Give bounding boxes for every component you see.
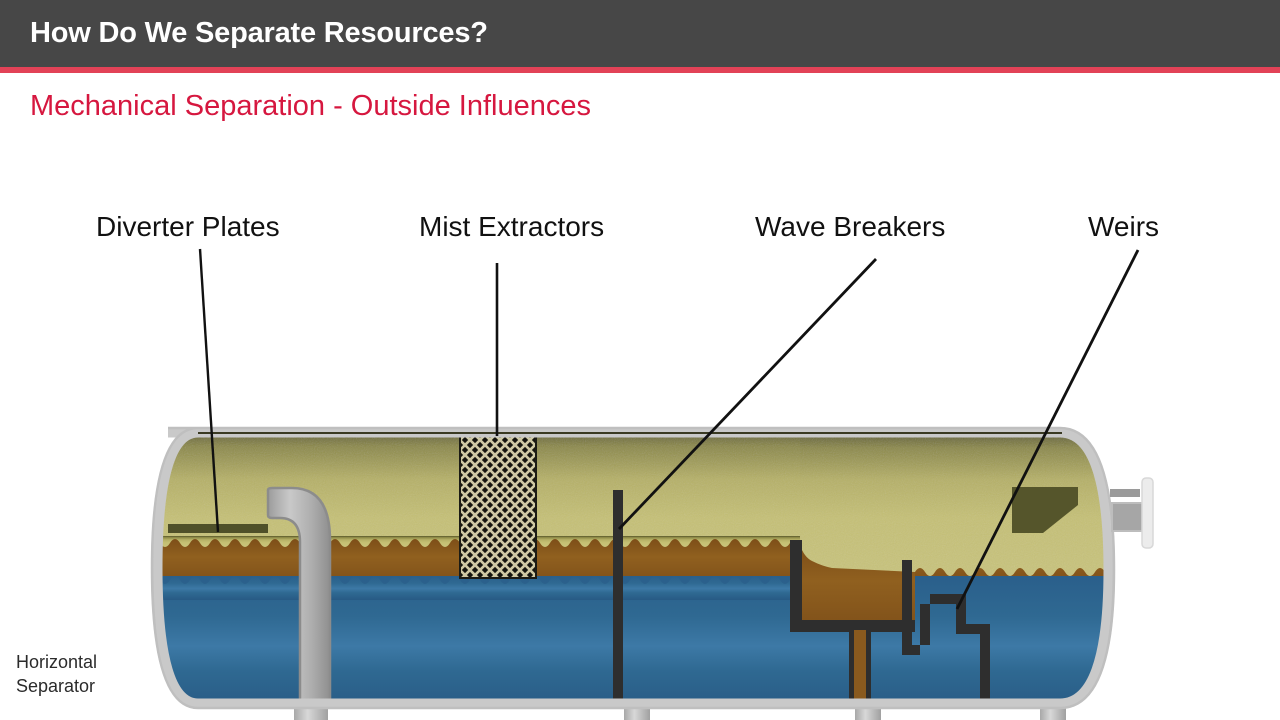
gas-outlet-nozzle [1110, 477, 1154, 549]
inlet-deflector-baffle [1012, 487, 1078, 533]
callout-label-wave-breakers: Wave Breakers [755, 211, 946, 242]
water-weir [902, 560, 990, 703]
vessel-shell-outline [150, 426, 1116, 710]
leader-line-wave-breakers [617, 258, 878, 530]
callout-label-mist-extractors: Mist Extractors [419, 211, 605, 242]
oil-outlet-leg-wall-left [849, 630, 854, 703]
header-accent-rule [0, 67, 1280, 73]
slide-subtitle: Mechanical Separation - Outside Influenc… [30, 90, 591, 122]
leader-line-diverter-plates [198, 248, 220, 533]
header-bar [0, 0, 1280, 67]
diagram-caption-line2: Separator [16, 676, 96, 696]
callout-label-weirs: Weirs [1088, 211, 1160, 242]
callout-leader-lines [198, 248, 1140, 610]
mist-extractor-panel [459, 433, 537, 579]
diagram-caption-line1: Horizontal [16, 652, 98, 672]
callout-label-diverter-plates: Diverter Plates [96, 211, 280, 242]
gas-water-interface-right [800, 433, 1108, 576]
wave-breaker-baffle [613, 490, 623, 703]
oil-outlet-leg [853, 630, 867, 703]
vessel-interior [158, 433, 1108, 703]
leader-line-weirs [955, 249, 1140, 610]
oil-outlet-leg-wall-right [866, 630, 871, 703]
diagram-caption: Horizontal Separator [16, 650, 97, 698]
inlet-pipe [266, 486, 332, 703]
vessel-shell-inner-rim [153, 428, 1113, 708]
page-title: How Do We Separate Resources? [30, 17, 488, 49]
